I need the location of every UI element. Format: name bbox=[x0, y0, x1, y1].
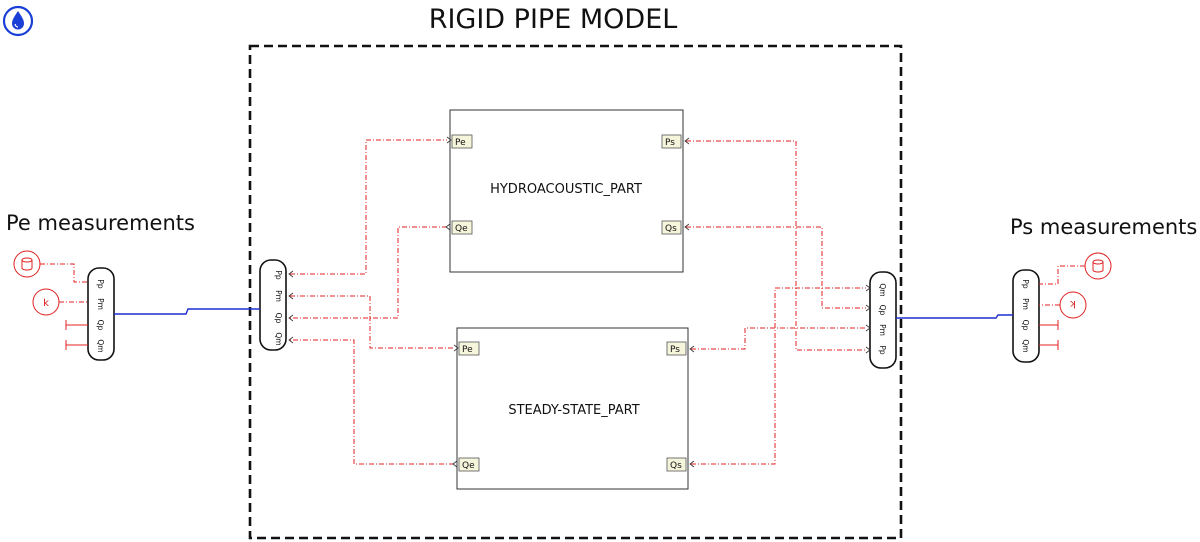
subsystem-frame[interactable] bbox=[248, 44, 903, 540]
inner-left-bus[interactable]: Pp Pm Qp Qm bbox=[259, 259, 287, 351]
signal-lines bbox=[288, 136, 871, 468]
hydro-port-qe[interactable]: Qe bbox=[451, 220, 473, 235]
svg-text:Qm: Qm bbox=[274, 332, 283, 345]
svg-text:Qm: Qm bbox=[96, 339, 105, 352]
pe-measurements-label: Pe measurements bbox=[6, 211, 195, 235]
svg-text:Qp: Qp bbox=[96, 320, 105, 331]
outer-right-bus[interactable]: Pp Pm Qp Qm bbox=[1012, 269, 1040, 363]
svg-text:Pm: Pm bbox=[1021, 298, 1030, 310]
svg-text:Ps: Ps bbox=[665, 138, 675, 148]
svg-text:Qe: Qe bbox=[455, 224, 468, 234]
inner-right-bus[interactable]: Qm Qp Pm Pp bbox=[869, 271, 897, 369]
left-k-source[interactable]: k bbox=[32, 288, 88, 316]
right-cylinder-source[interactable] bbox=[1039, 252, 1112, 285]
left-cylinder-source[interactable] bbox=[13, 250, 88, 283]
steady-state-block-name: STEADY-STATE_PART bbox=[508, 403, 639, 418]
hydro-port-qs[interactable]: Qs bbox=[661, 220, 682, 235]
ps-measurements-label: Ps measurements bbox=[1010, 215, 1197, 239]
svg-text:Ps: Ps bbox=[670, 345, 680, 355]
hydro-port-ps[interactable]: Ps bbox=[661, 134, 682, 149]
hydroacoustic-block-name: HYDROACOUSTIC_PART bbox=[490, 182, 642, 197]
svg-text:Qs: Qs bbox=[670, 461, 682, 471]
svg-text:Pp: Pp bbox=[96, 279, 105, 289]
svg-text:Qm: Qm bbox=[878, 283, 887, 296]
hydro-port-pe[interactable]: Pe bbox=[451, 134, 473, 149]
svg-text:Qp: Qp bbox=[274, 313, 283, 324]
steady-port-ps[interactable]: Ps bbox=[666, 341, 687, 356]
svg-text:k: k bbox=[43, 298, 49, 309]
right-terminators[interactable] bbox=[1039, 320, 1059, 350]
svg-text:Pm: Pm bbox=[878, 324, 887, 336]
steady-port-pe[interactable]: Pe bbox=[458, 341, 480, 356]
water-drop-icon[interactable] bbox=[2, 5, 34, 37]
svg-text:Qe: Qe bbox=[462, 461, 475, 471]
right-k-source[interactable]: k bbox=[1039, 291, 1087, 319]
svg-text:Qm: Qm bbox=[1021, 339, 1030, 352]
left-terminators[interactable] bbox=[65, 320, 88, 350]
diagram-title: RIGID PIPE MODEL bbox=[429, 4, 678, 35]
outer-left-bus[interactable]: Pp Pm Qp Qm bbox=[87, 267, 115, 361]
svg-text:k: k bbox=[1070, 298, 1076, 309]
svg-text:Pp: Pp bbox=[878, 345, 887, 355]
svg-text:Pe: Pe bbox=[462, 345, 473, 355]
svg-text:Pm: Pm bbox=[274, 290, 283, 302]
svg-text:Qs: Qs bbox=[665, 224, 677, 234]
svg-text:Qp: Qp bbox=[878, 305, 887, 316]
svg-text:Pp: Pp bbox=[1021, 279, 1030, 289]
svg-text:Pp: Pp bbox=[274, 270, 283, 280]
steady-port-qe[interactable]: Qe bbox=[458, 457, 480, 472]
svg-text:Pm: Pm bbox=[96, 298, 105, 310]
hydroacoustic-block[interactable]: HYDROACOUSTIC_PART Pe Qe Ps Qs bbox=[449, 109, 684, 273]
svg-text:Pe: Pe bbox=[455, 138, 466, 148]
steady-state-block[interactable]: STEADY-STATE_PART Pe Qe Ps Qs bbox=[456, 327, 689, 490]
left-blue-connection bbox=[114, 308, 260, 315]
steady-port-qs[interactable]: Qs bbox=[666, 457, 687, 472]
right-blue-connection bbox=[896, 314, 1013, 319]
svg-text:Qp: Qp bbox=[1021, 320, 1030, 331]
